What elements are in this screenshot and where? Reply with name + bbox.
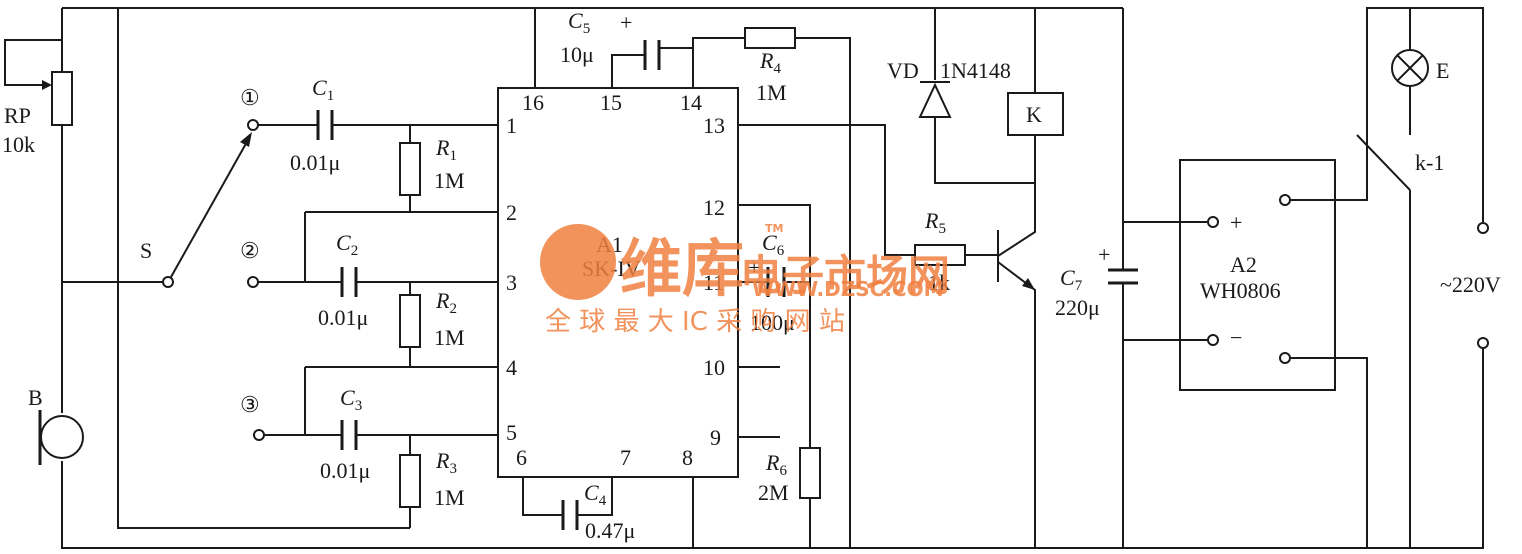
- relay-coil: [1007, 92, 1064, 136]
- svg-text:16: 16: [522, 90, 544, 115]
- c6-value: 100μ: [750, 310, 795, 335]
- c1-label: C1: [312, 75, 334, 104]
- svg-text:10: 10: [703, 355, 725, 380]
- relay-label: K: [1026, 102, 1042, 127]
- position-label-2: ②: [240, 238, 260, 263]
- terminal-1: [247, 119, 259, 131]
- switch-label: S: [140, 238, 152, 263]
- c7-label: C7: [1060, 265, 1083, 294]
- capacitor-plates: [316, 40, 1138, 530]
- svg-text:3: 3: [506, 270, 517, 295]
- c6-label: C6: [762, 230, 785, 259]
- switch-arrow-icon: [240, 132, 252, 147]
- c5-plus: +: [620, 10, 632, 35]
- r3-label: R3: [435, 448, 457, 477]
- c4-value: 0.47μ: [585, 518, 635, 543]
- r5-value: 1k: [928, 270, 950, 295]
- a2-module: [1179, 159, 1336, 391]
- c5-label: C5: [568, 8, 590, 37]
- watermark-logo: 维库 电子市场网 WWW.DZSC.COM 全 球 最 大 IC 采 购 网 站…: [540, 222, 950, 337]
- rp-label: RP: [4, 103, 31, 128]
- switch-pivot: [162, 276, 174, 288]
- vd-model: 1N4148: [940, 58, 1011, 83]
- a1-chip: [497, 87, 739, 478]
- r6-value: 2M: [758, 480, 789, 505]
- c4-label: C4: [584, 480, 607, 509]
- c3-label: C3: [340, 385, 362, 414]
- svg-text:7: 7: [620, 445, 631, 470]
- rp-wiper-arrow-icon: [42, 80, 52, 90]
- microphone-icon: [40, 415, 84, 459]
- a2-model: WH0806: [1200, 278, 1281, 303]
- terminal-2: [247, 276, 259, 288]
- rp-resistor: [51, 71, 73, 126]
- vd-label: VD: [887, 58, 919, 83]
- c7-plus: +: [1098, 242, 1110, 267]
- c3-value: 0.01μ: [320, 458, 370, 483]
- ac-label: ~220V: [1440, 272, 1501, 297]
- r1-value: 1M: [434, 168, 465, 193]
- relay-switch: [1356, 134, 1411, 191]
- r2-label: R2: [435, 288, 457, 317]
- r6-label: R6: [765, 450, 787, 479]
- svg-text:WWW.DZSC.COM: WWW.DZSC.COM: [752, 277, 944, 301]
- c6-plus: +: [748, 255, 760, 280]
- resistors: [399, 27, 966, 508]
- svg-text:6: 6: [516, 445, 527, 470]
- mic-label: B: [28, 385, 43, 410]
- svg-text:14: 14: [680, 90, 702, 115]
- r4-label: R4: [759, 48, 781, 77]
- rp-value: 10k: [2, 132, 35, 157]
- svg-text:11: 11: [703, 270, 724, 295]
- lamp-icon: [1391, 49, 1429, 87]
- c7-value: 220μ: [1055, 295, 1100, 320]
- svg-text:9: 9: [710, 425, 721, 450]
- switch-k1-label: k-1: [1415, 150, 1444, 175]
- diode-icon: [918, 82, 952, 118]
- wires: [4, 7, 1484, 549]
- c1-value: 0.01μ: [290, 150, 340, 175]
- svg-text:5: 5: [506, 420, 517, 445]
- r5-label: R5: [924, 208, 946, 237]
- position-label-3: ③: [240, 392, 260, 417]
- svg-text:1: 1: [506, 113, 517, 138]
- terminal-3: [253, 429, 265, 441]
- svg-text:13: 13: [703, 113, 725, 138]
- a2-minus: −: [1230, 325, 1242, 350]
- svg-text:15: 15: [600, 90, 622, 115]
- svg-text:2: 2: [506, 200, 517, 225]
- a2-plus: +: [1230, 210, 1242, 235]
- a1-pin-labels: 1 2 3 4 5 6 7 8 9 10 11 12 13 14 15 16: [506, 90, 725, 470]
- svg-text:12: 12: [703, 195, 725, 220]
- r2-value: 1M: [434, 325, 465, 350]
- c5-value: 10μ: [560, 42, 594, 67]
- r4-value: 1M: [756, 80, 787, 105]
- c2-label: C2: [336, 230, 358, 259]
- position-label-1: ①: [240, 85, 260, 110]
- r3-value: 1M: [434, 485, 465, 510]
- svg-text:8: 8: [682, 445, 693, 470]
- svg-text:维库: 维库: [620, 232, 744, 305]
- svg-text:TM: TM: [765, 222, 783, 235]
- a2-label: A2: [1230, 252, 1257, 277]
- svg-text:4: 4: [506, 355, 517, 380]
- svg-text:全 球 最 大 IC 采 购 网 站: 全 球 最 大 IC 采 购 网 站: [545, 307, 845, 337]
- r1-label: R1: [435, 135, 457, 164]
- emitter-arrow-icon: [1022, 278, 1035, 290]
- lamp-label: E: [1436, 58, 1449, 83]
- svg-text:电子市场网: 电子市场网: [740, 251, 950, 300]
- c2-value: 0.01μ: [318, 305, 368, 330]
